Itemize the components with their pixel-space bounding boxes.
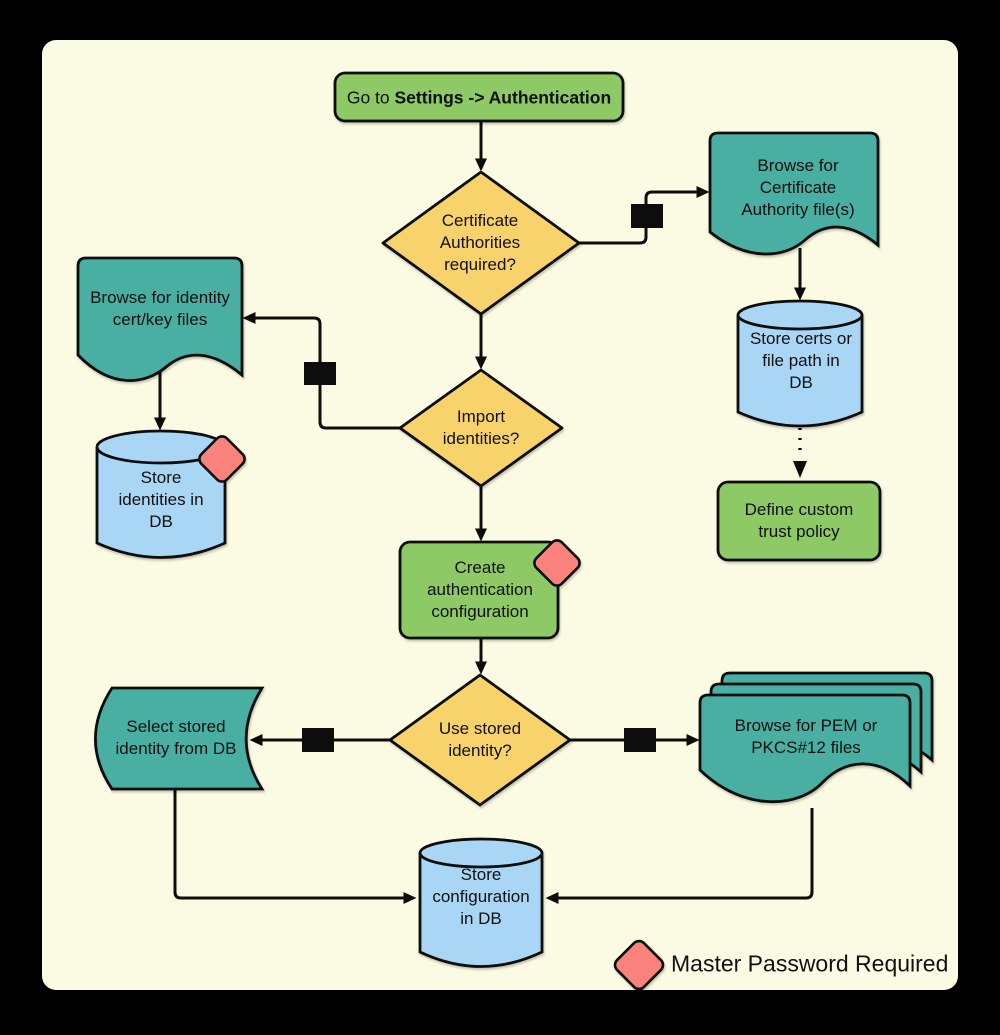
legend-master-password-icon [613,939,665,991]
decision-import-node [398,368,564,488]
dotted-arrowhead-icon [793,461,807,478]
arrow-select-to-store-config [173,788,417,904]
db-store-config-top [418,837,544,869]
document-browse-identity-node [76,256,244,382]
start-node [333,71,625,123]
db-store-certs-top [736,299,864,331]
define-trust-policy-node [716,480,882,562]
db-store-config-body [418,853,544,968]
decision-use-stored-node [388,673,572,807]
document-browse-ca-node [708,131,880,256]
branch-marker-icon [624,728,656,752]
create-auth-config-node [398,540,560,640]
db-store-certs-body [736,315,864,428]
document-browse-pem-node [698,693,912,804]
branch-marker-icon [631,204,663,228]
db-store-identities-body [95,447,227,559]
branch-marker-icon [304,362,336,385]
decision-ca-node [381,170,581,316]
stored-select-identity-node [94,686,265,791]
branch-marker-icon [302,728,334,752]
arrow-browse-pem-to-store-config [545,808,814,904]
connectors [154,122,814,904]
nodes [76,71,934,991]
master-password-badge-icon [533,539,581,587]
master-password-badge-icon [198,435,246,483]
